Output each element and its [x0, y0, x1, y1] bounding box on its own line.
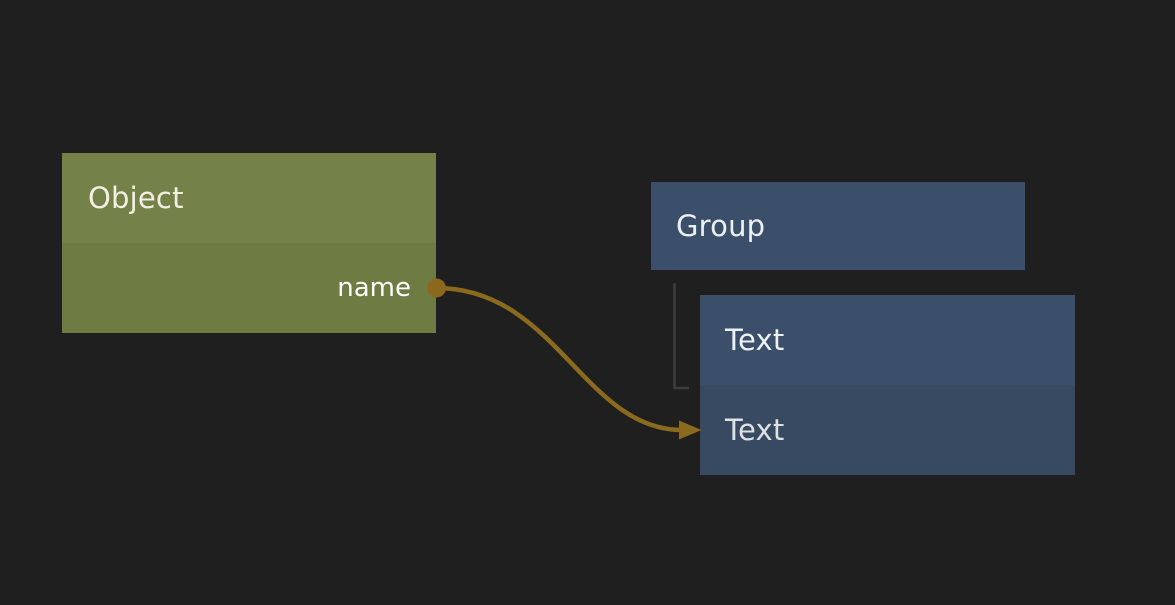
node-object-output-row[interactable]: name — [62, 243, 436, 333]
node-object[interactable]: Object name — [62, 153, 436, 333]
node-group-title: Group — [676, 209, 766, 243]
node-text-input-row[interactable]: Text — [700, 385, 1075, 475]
node-object-title: Object — [88, 181, 184, 215]
output-port-dot[interactable] — [427, 278, 446, 298]
group-child-connector-line — [673, 283, 689, 390]
node-text-header[interactable]: Text — [700, 295, 1075, 385]
node-group[interactable]: Group — [651, 182, 1025, 270]
node-object-header[interactable]: Object — [62, 153, 436, 243]
node-text[interactable]: Text Text — [700, 295, 1075, 475]
connection-wire[interactable] — [434, 285, 685, 433]
output-port-label: name — [337, 273, 411, 303]
text-row-label: Text — [725, 413, 785, 447]
node-group-header[interactable]: Group — [651, 182, 1025, 270]
node-text-title: Text — [725, 323, 785, 357]
